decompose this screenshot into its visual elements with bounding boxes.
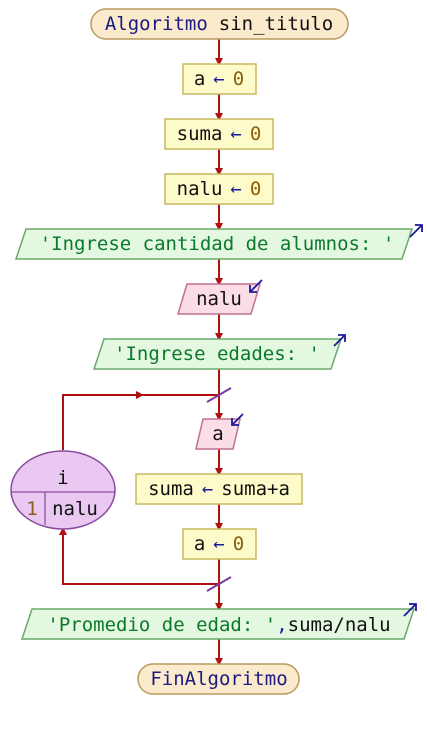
prompt-count-text: 'Ingrese cantidad de alumnos: ' bbox=[40, 233, 395, 255]
output-prompt-count: 'Ingrese cantidad de alumnos: ' bbox=[14, 224, 423, 260]
svg-text:a←0: a ← 0 bbox=[194, 68, 244, 90]
assign-arrow: ← bbox=[230, 123, 241, 145]
assign-arrow: ← bbox=[213, 68, 224, 90]
svg-text:'Promedio de edad: ',suma/nalu: 'Promedio de edad: ',suma/nalu bbox=[47, 614, 390, 636]
connectors bbox=[59, 39, 223, 666]
start-terminal: Algoritmo sin_titulo bbox=[90, 8, 349, 40]
end-terminal: FinAlgoritmo bbox=[137, 663, 300, 695]
assign-a2-var: a bbox=[194, 533, 205, 555]
assign-arrow: ← bbox=[230, 178, 241, 200]
assign-suma-plus-a: suma ← suma+a bbox=[135, 473, 303, 505]
end-keyword: FinAlgoritmo bbox=[150, 668, 287, 690]
input-read-a: a bbox=[195, 413, 244, 450]
algorithm-name: sin_titulo bbox=[219, 13, 333, 35]
loop-entry-path bbox=[62, 391, 144, 450]
input-arrow-icon bbox=[249, 279, 263, 293]
input-read-nalu: nalu bbox=[176, 279, 263, 315]
output-arrow-icon bbox=[403, 603, 417, 617]
assign-suma-value: 0 bbox=[250, 123, 261, 145]
loop-exit-tick bbox=[206, 576, 232, 592]
assign-a-var: a bbox=[194, 68, 205, 90]
loop-var: i bbox=[57, 467, 68, 489]
svg-text:suma←0: suma ← 0 bbox=[177, 123, 262, 145]
assign-arrow: ← bbox=[213, 533, 224, 555]
assign-suma-0: suma ← 0 bbox=[164, 118, 274, 150]
output-arrow-icon bbox=[409, 224, 423, 238]
assign-a2-value: 0 bbox=[233, 533, 244, 555]
assign-nalu-value: 0 bbox=[250, 178, 261, 200]
start-keyword: Algoritmo bbox=[105, 13, 208, 35]
assign-suma2-var: suma bbox=[148, 478, 194, 500]
assign-a-value: 0 bbox=[233, 68, 244, 90]
output-expression: suma/nalu bbox=[288, 614, 391, 636]
assign-nalu-var: nalu bbox=[177, 178, 223, 200]
input-arrow-icon bbox=[231, 413, 244, 426]
read-nalu-text: nalu bbox=[196, 288, 242, 310]
assign-arrow: ← bbox=[202, 478, 213, 500]
output-average: 'Promedio de edad: ',suma/nalu bbox=[20, 603, 417, 640]
loop-entry-tick bbox=[206, 387, 232, 403]
loop-return-path bbox=[59, 527, 219, 585]
output-string: 'Promedio de edad: ' bbox=[47, 614, 276, 636]
assign-a-0: a ← 0 bbox=[182, 63, 257, 95]
loop-start: 1 bbox=[26, 498, 37, 520]
output-arrow-icon bbox=[333, 334, 346, 347]
svg-text:suma←suma+a: suma ← suma+a bbox=[148, 478, 290, 500]
loop-end: nalu bbox=[52, 498, 98, 520]
read-a-text: a bbox=[212, 423, 223, 445]
assign-suma-var: suma bbox=[177, 123, 223, 145]
assign-a-0-second: a ← 0 bbox=[182, 528, 257, 560]
assign-suma2-expr: suma+a bbox=[221, 478, 290, 500]
assign-nalu-0: nalu ← 0 bbox=[164, 173, 274, 205]
svg-text:a←0: a ← 0 bbox=[194, 533, 244, 555]
for-loop-node: i 1 nalu bbox=[10, 450, 116, 530]
output-prompt-ages: 'Ingrese edades: ' bbox=[92, 334, 346, 370]
prompt-ages-text: 'Ingrese edades: ' bbox=[114, 343, 320, 365]
output-separator: , bbox=[276, 614, 287, 636]
svg-text:nalu←0: nalu ← 0 bbox=[177, 178, 262, 200]
